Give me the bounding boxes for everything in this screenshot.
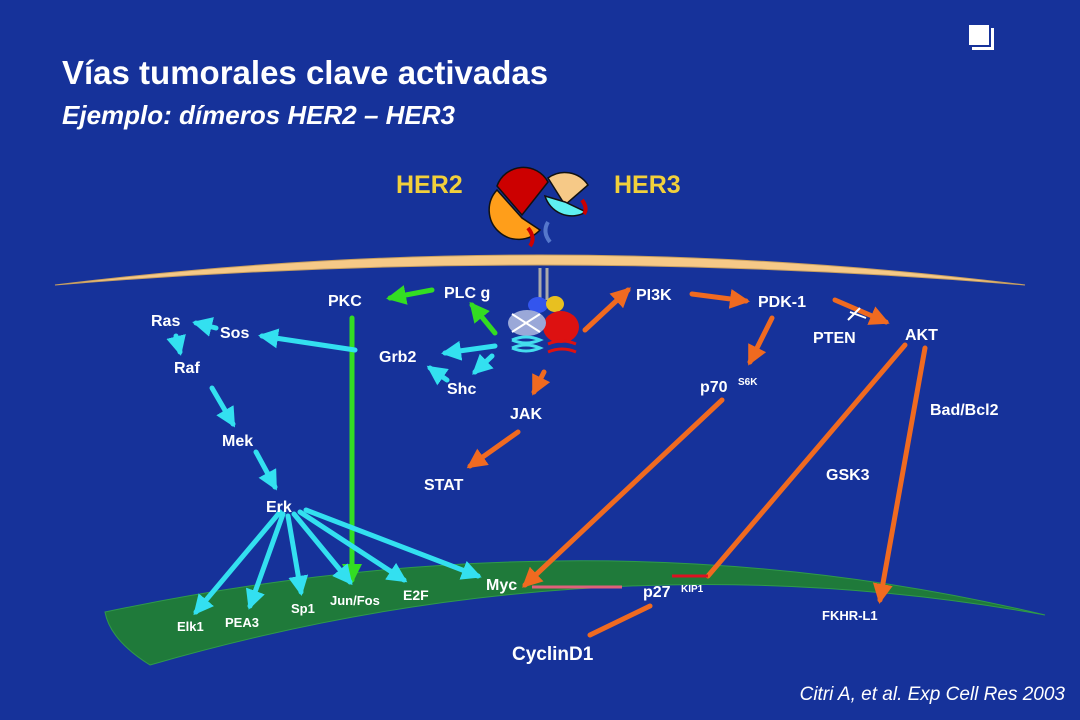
arrow-receptor-pi3k (582, 287, 631, 333)
arrow-akt-fkhr (872, 345, 928, 604)
arrow-ras-raf (166, 333, 186, 356)
arrow-erk-sp1 (285, 513, 309, 596)
arrow-receptor-plcg (469, 301, 498, 336)
arrow-pdk1-akt (832, 297, 890, 325)
arrow-erk-elk1 (193, 509, 283, 616)
arrow-erk-junfos (291, 511, 353, 586)
pathway-arrows (166, 285, 928, 638)
node-pkc: PKC (328, 293, 362, 310)
cell-membrane (54, 254, 1026, 286)
node-shc: Shc (447, 381, 476, 398)
node-mek: Mek (222, 433, 253, 450)
node-p70: p70 (700, 379, 728, 396)
checkbox-square-icon (967, 23, 994, 50)
node-erk: Erk (266, 499, 292, 516)
node-pdk1: PDK-1 (758, 294, 806, 311)
node-gsk3: GSK3 (826, 467, 870, 484)
node-pea3: PEA3 (225, 615, 259, 630)
node-pi3k: PI3K (636, 287, 672, 304)
arrow-erk-myc (303, 507, 482, 580)
receptor-kinase-domain-icon (508, 268, 579, 354)
node-grb2: Grb2 (379, 349, 416, 366)
her2-her3-dimer-icon (488, 166, 589, 248)
arrow-receptor-grb2 (441, 340, 498, 361)
node-fkhr-l1: FKHR-L1 (822, 608, 878, 623)
node-raf: Raf (174, 360, 200, 377)
line-p27-cyclind1 (587, 603, 653, 638)
node-sp1: Sp1 (291, 601, 315, 616)
arrow-pi3k-pdk1 (689, 289, 750, 309)
node-elk1: Elk1 (177, 619, 204, 634)
node-p70-sup: S6K (738, 377, 758, 388)
arrow-jak-stat (466, 429, 521, 469)
citation: Citri A, et al. Exp Cell Res 2003 (800, 684, 1066, 705)
her3-label: HER3 (614, 171, 681, 199)
arrow-erk-pea3 (245, 511, 286, 610)
arrow-raf-mek (209, 385, 236, 428)
arrow-shc-grb2 (426, 365, 450, 386)
line-akt-p27 (705, 342, 908, 579)
arrow-mek-erk (253, 449, 278, 491)
node-stat: STAT (424, 477, 464, 494)
node-myc: Myc (486, 577, 517, 594)
node-p27-sup: KIP1 (681, 584, 704, 595)
arrow-plcg-pkc (386, 285, 435, 305)
node-bad-bcl2: Bad/Bcl2 (930, 402, 999, 419)
slide-subtitle: Ejemplo: dímeros HER2 – HER3 (62, 100, 456, 130)
arrow-p70-myc (522, 397, 725, 588)
arrow-receptor-shc (472, 353, 495, 375)
arrow-grb2-sos (258, 328, 358, 353)
node-ras: Ras (151, 313, 180, 330)
node-junfos: Jun/Fos (330, 593, 380, 608)
pten-inhibition-icon (847, 307, 867, 321)
node-cyclind1: CyclinD1 (512, 644, 594, 665)
node-e2f: E2F (403, 587, 429, 603)
slide-title: Vías tumorales clave activadas (62, 54, 548, 91)
node-pten: PTEN (813, 330, 856, 347)
her2-label: HER2 (396, 171, 463, 199)
node-jak: JAK (510, 406, 542, 423)
arrow-receptor-jak (531, 369, 551, 396)
arrow-erk-e2f (297, 509, 408, 583)
node-p27: p27 (643, 584, 671, 601)
node-akt: AKT (905, 327, 938, 344)
node-plcg: PLC g (444, 285, 490, 302)
arrow-sos-ras (192, 317, 219, 337)
arrow-pdk1-p70 (747, 315, 775, 366)
node-sos: Sos (220, 325, 249, 342)
